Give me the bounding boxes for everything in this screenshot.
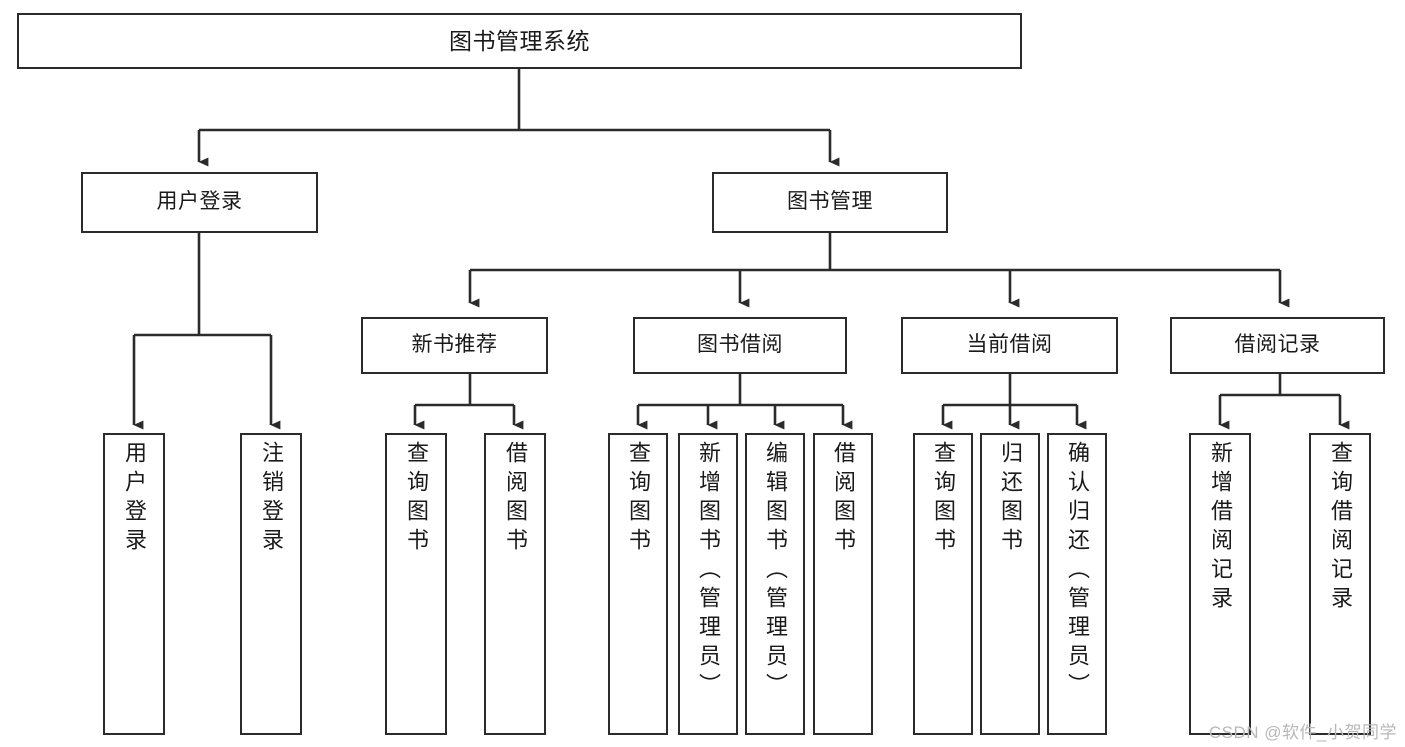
leaf-book-borrow-query-book[interactable]: 查询图书 [608,433,668,735]
leaf-book-borrow-add-book[interactable]: 新增图书（管理员） [678,433,738,735]
node-label: 编辑图书（管理员） [763,441,788,702]
node-label: 图书管理 [787,190,873,214]
node-label: 新增图书（管理员） [696,441,721,702]
node-label: 用户登录 [156,190,243,214]
leaf-new-book-borrow-book[interactable]: 借阅图书 [484,433,546,735]
node-label: 当前借阅 [966,333,1053,357]
leaf-borrow-record-query-record[interactable]: 查询借阅记录 [1309,433,1371,735]
node-book-management[interactable]: 图书管理 [712,172,948,233]
node-current-borrow[interactable]: 当前借阅 [901,317,1118,374]
node-label: 查询图书 [404,441,429,557]
leaf-user-login-login[interactable]: 用户登录 [103,433,165,735]
node-label: 借阅记录 [1234,333,1321,357]
leaf-book-borrow-edit-book[interactable]: 编辑图书（管理员） [745,433,805,735]
node-book-borrow[interactable]: 图书借阅 [633,317,847,374]
node-label: 借阅图书 [831,441,856,557]
node-label: 查询图书 [931,441,956,557]
node-label: 归还图书 [998,441,1023,557]
node-label: 借阅图书 [503,441,528,557]
node-label: 图书管理系统 [449,27,590,54]
node-label: 查询图书 [626,441,651,557]
leaf-borrow-record-add-record[interactable]: 新增借阅记录 [1189,433,1251,735]
leaf-current-borrow-query-book[interactable]: 查询图书 [913,433,973,735]
node-borrow-record[interactable]: 借阅记录 [1170,317,1385,374]
node-new-book-recommend[interactable]: 新书推荐 [361,317,548,374]
node-label: 图书借阅 [697,333,783,357]
node-label: 查询借阅记录 [1328,441,1353,615]
node-label: 注销登录 [259,441,284,557]
leaf-current-borrow-confirm-return[interactable]: 确认归还（管理员） [1047,433,1107,735]
leaf-current-borrow-return-book[interactable]: 归还图书 [980,433,1040,735]
leaf-user-login-logout[interactable]: 注销登录 [240,433,302,735]
node-label: 用户登录 [122,441,147,557]
node-label: 新书推荐 [411,333,498,357]
node-label: 确认归还（管理员） [1065,441,1090,702]
leaf-new-book-query-book[interactable]: 查询图书 [385,433,447,735]
node-user-login[interactable]: 用户登录 [81,172,318,233]
node-label: 新增借阅记录 [1208,441,1233,615]
leaf-book-borrow-borrow-book[interactable]: 借阅图书 [813,433,873,735]
node-root-system[interactable]: 图书管理系统 [17,13,1022,69]
